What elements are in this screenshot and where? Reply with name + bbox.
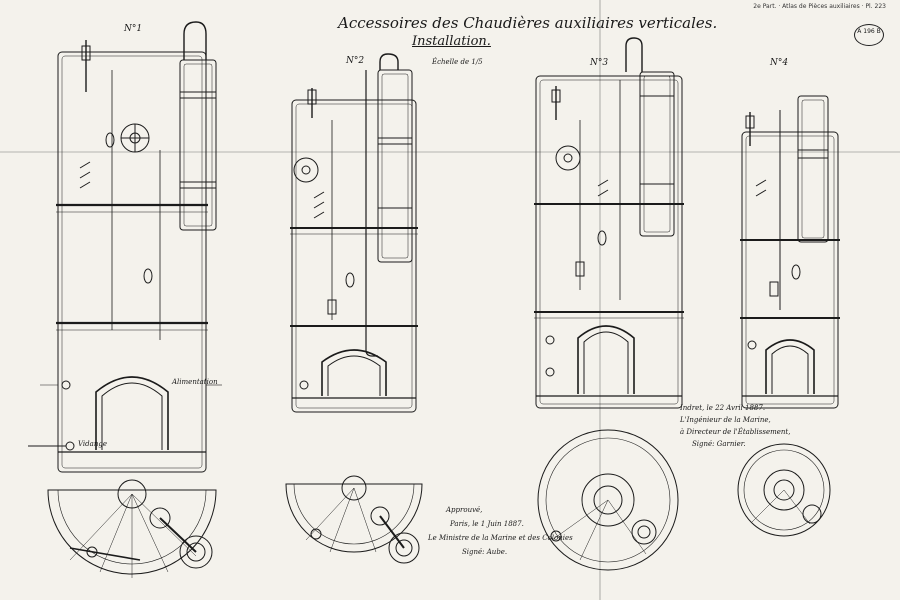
engineer-note-signature: Signé: Garnier. <box>692 440 746 448</box>
boiler-3-plan <box>537 429 679 571</box>
boiler-1-elevation <box>28 21 222 473</box>
sheet-subtitle: Installation. <box>412 34 491 49</box>
sheet-title: Accessoires des Chaudières auxiliaires v… <box>338 14 718 32</box>
boiler-2-plan <box>285 475 423 564</box>
approval-signature: Signé: Aube. <box>462 548 508 556</box>
drawing-number-1: N°1 <box>124 24 143 34</box>
drawing-scale: Échelle de 1/5 <box>432 58 483 66</box>
callout-vidange: Vidange <box>78 440 107 448</box>
boiler-3-elevation <box>534 37 684 409</box>
engineer-note-line3: à Directeur de l'Établissement, <box>680 428 791 436</box>
boiler-2-elevation <box>290 53 418 413</box>
callout-alimentation: Alimentation <box>172 378 218 386</box>
boiler-4-elevation <box>740 95 840 409</box>
drawing-number-2: N°2 <box>346 56 365 66</box>
plate-badge: A 196 B <box>854 24 884 46</box>
engineer-note-line1: Indret, le 22 Avril 1887. <box>680 404 766 412</box>
approval-line: Le Ministre de la Marine et des Colonies <box>428 534 573 542</box>
boiler-4-plan <box>737 443 831 537</box>
sheet-reference: 2e Part. · Atlas de Pièces auxiliaires ·… <box>753 3 886 10</box>
drawing-number-4: N°4 <box>770 58 789 68</box>
boiler-1-plan <box>47 479 217 578</box>
approval-date: Paris, le 1 Juin 1887. <box>450 520 524 528</box>
engineer-note-line2: L'Ingénieur de la Marine, <box>680 416 771 424</box>
approval-heading: Approuvé, <box>446 506 483 514</box>
drawing-number-3: N°3 <box>590 58 609 68</box>
